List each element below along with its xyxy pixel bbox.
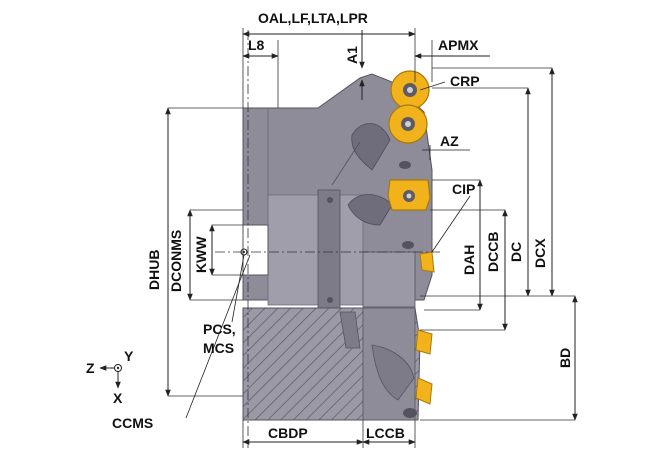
label-oal: OAL,LF,LTA,LPR: [258, 10, 368, 26]
label-dhub: DHUB: [146, 250, 162, 290]
label-dcx: DCX: [532, 238, 548, 268]
label-crp: CRP: [450, 73, 480, 89]
label-ccms: CCMS: [112, 415, 153, 431]
cutter-body: [242, 73, 433, 309]
label-pcs: PCS,: [203, 321, 236, 337]
label-l8: L8: [248, 37, 265, 53]
cutter-section: [242, 307, 421, 421]
label-axis-x: X: [113, 390, 123, 406]
insert-third: [387, 179, 431, 211]
label-dccb: DCCB: [485, 232, 501, 272]
label-axis-y: Y: [124, 348, 134, 364]
label-cip: CIP: [452, 181, 475, 197]
label-bd: BD: [557, 348, 573, 368]
label-kww: KWW: [193, 236, 209, 273]
label-az: AZ: [440, 133, 459, 149]
label-mcs: MCS: [203, 340, 234, 356]
insert-second: [388, 104, 428, 144]
label-dah: DAH: [461, 245, 477, 275]
label-dc: DC: [508, 242, 524, 262]
leader-lines: [185, 81, 471, 419]
label-apmx: APMX: [438, 37, 479, 53]
insert-edge-bottom: [415, 377, 433, 405]
pcs-point-center: [243, 251, 245, 253]
label-cbdp: CBDP: [268, 425, 308, 441]
insert-edge-mid: [419, 251, 435, 273]
pcs-point: [240, 248, 248, 256]
label-axis-z: Z: [86, 360, 95, 376]
extension-lines: [168, 28, 575, 448]
label-lccb: LCCB: [366, 425, 405, 441]
insert-top: [390, 70, 430, 110]
insert-edge-low: [415, 329, 433, 355]
dimension-lines: [165, 30, 578, 445]
label-a1: A1: [344, 46, 360, 64]
axis-triad: [99, 364, 122, 389]
label-dconms: DCONMS: [168, 230, 184, 292]
